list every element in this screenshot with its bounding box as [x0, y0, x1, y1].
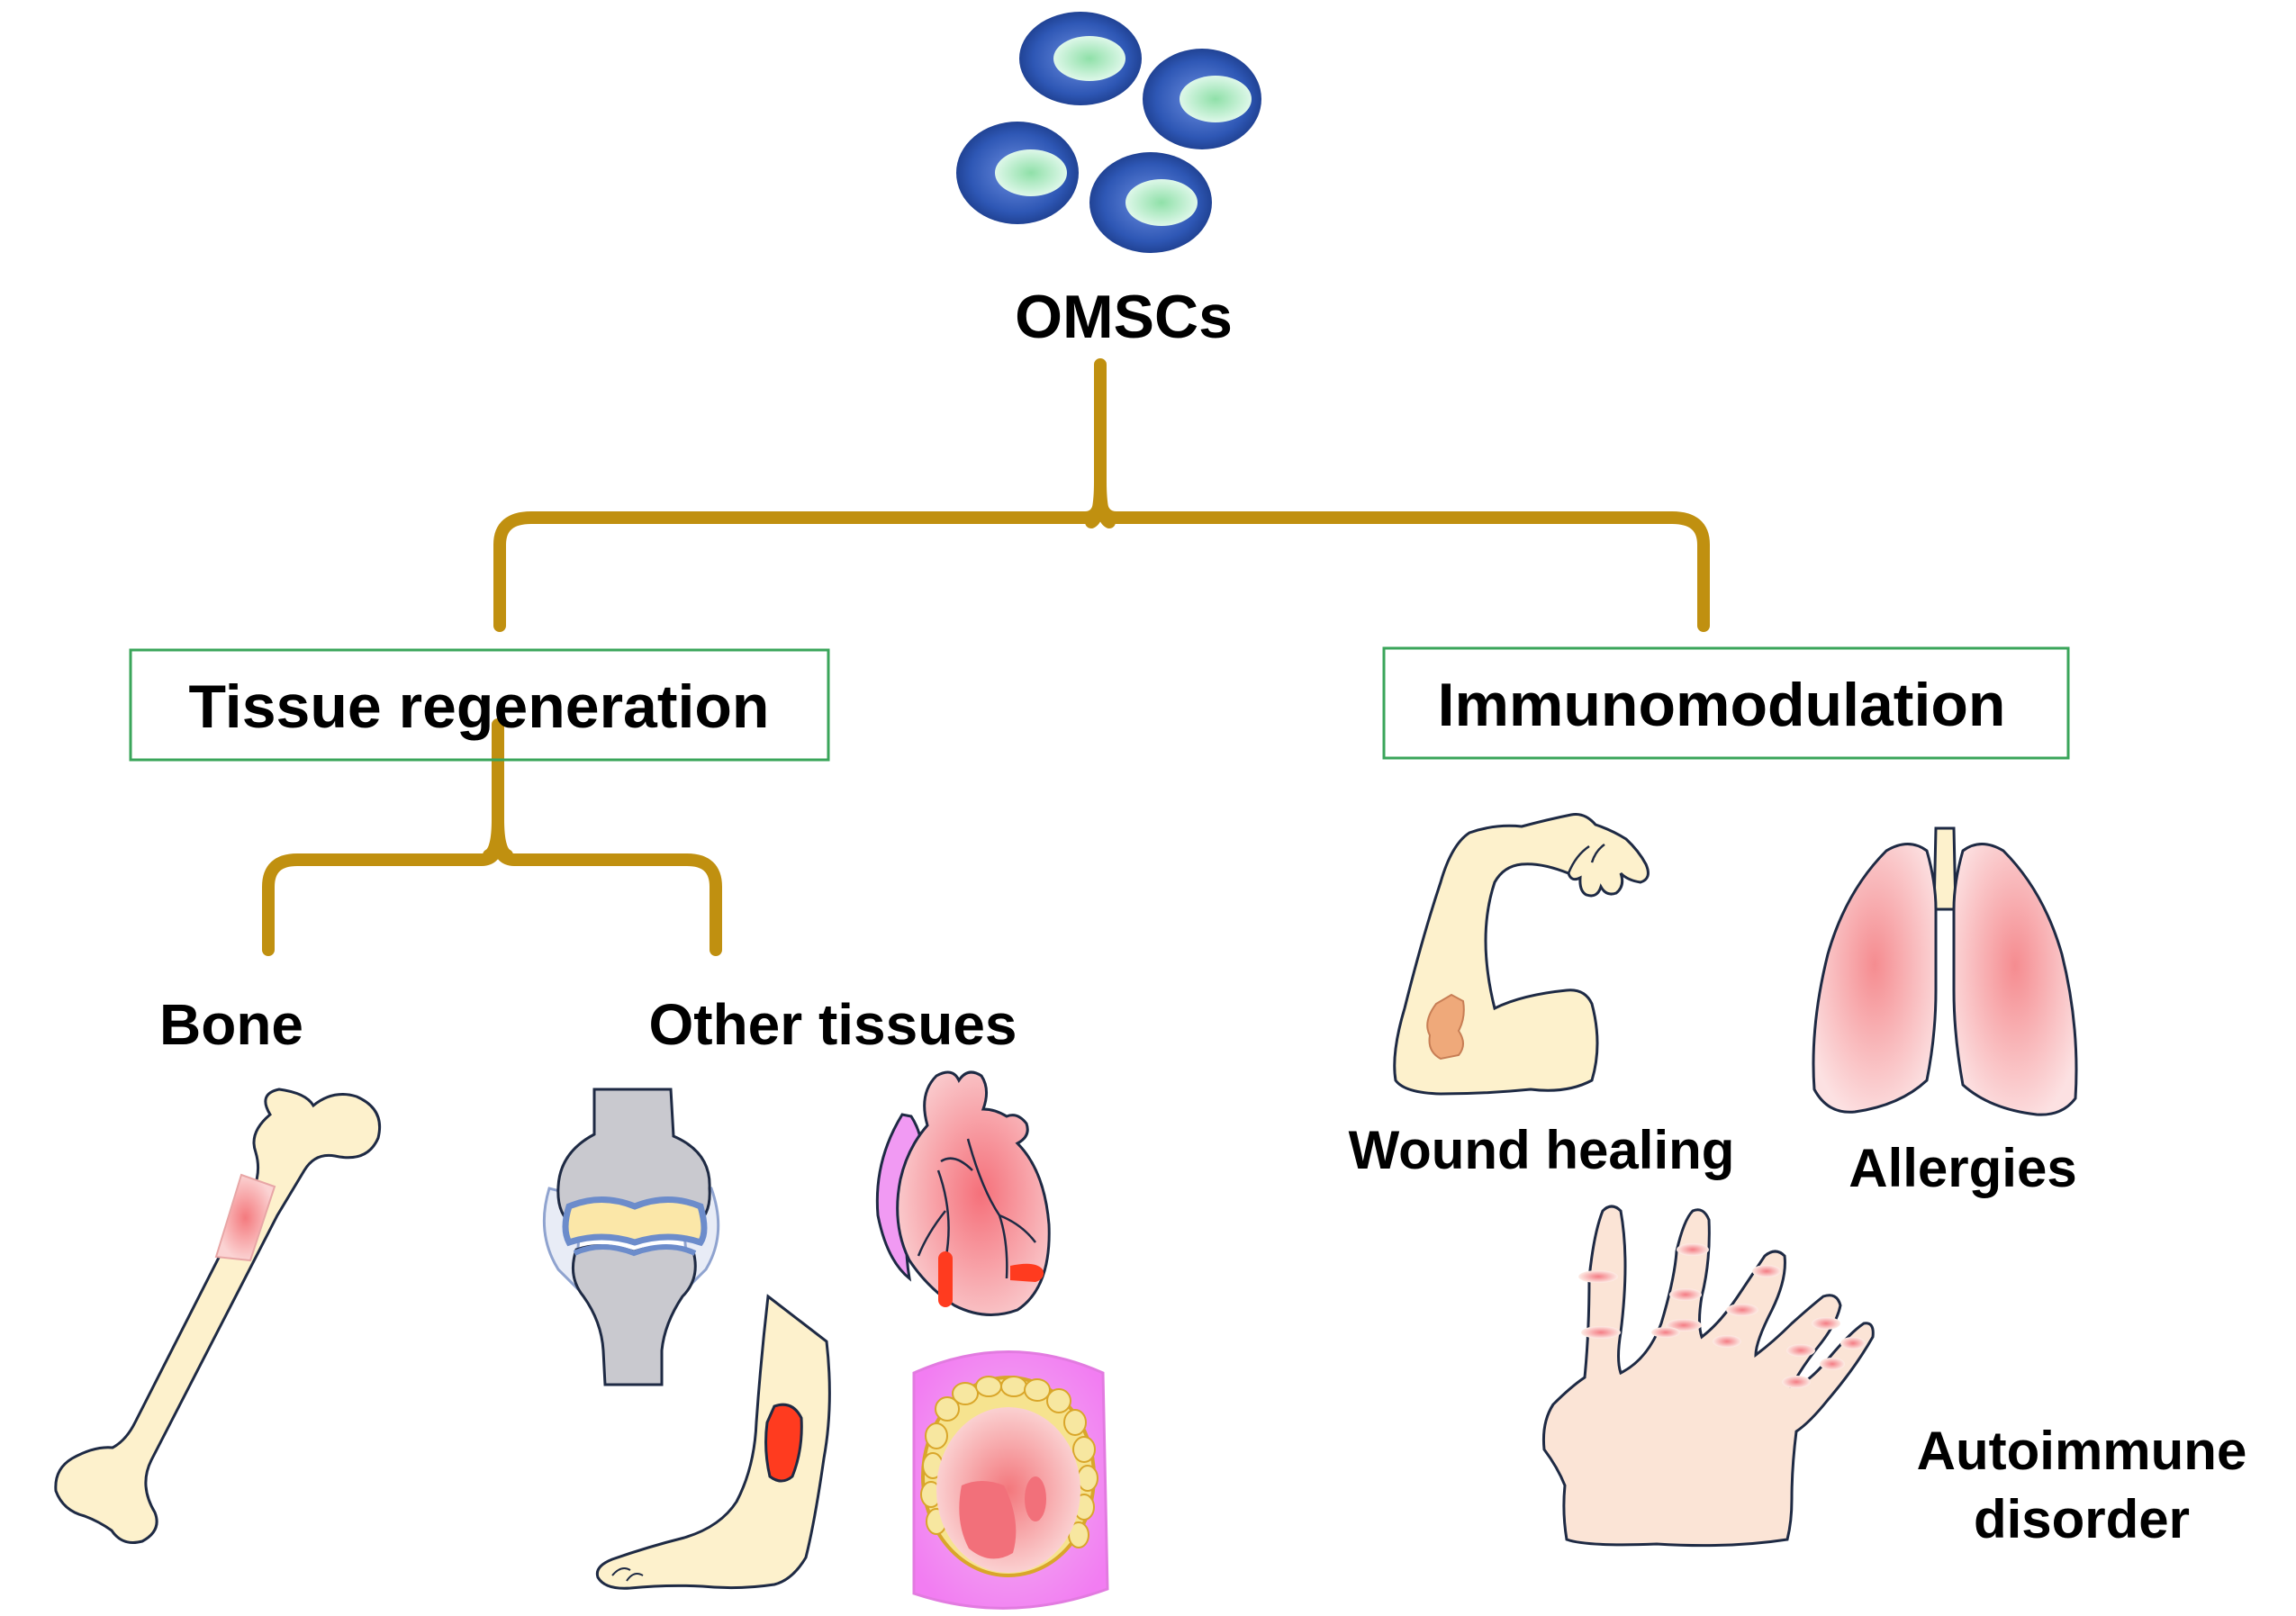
cell-icon — [956, 122, 1079, 224]
arm-icon — [1393, 813, 1650, 1096]
branch-label-tissue-regeneration: Tissue regeneration — [189, 673, 770, 741]
label-autoimmune: Autoimmune — [1917, 1421, 2247, 1481]
cell-icon — [1089, 152, 1212, 253]
knee-joint-icon — [542, 1088, 720, 1386]
hand-icon — [1542, 1205, 1875, 1548]
foot-icon — [595, 1294, 831, 1590]
lungs-icon — [1812, 826, 2078, 1116]
heart-icon — [875, 1070, 1051, 1316]
tissue-regeneration-box — [129, 648, 830, 762]
label-other-tissues: Other tissues — [648, 992, 1017, 1057]
label-bone: Bone — [159, 992, 303, 1057]
branch-label-immunomodulation: Immunomodulation — [1438, 671, 2006, 739]
mouth-icon — [912, 1350, 1109, 1610]
connector-lines — [262, 358, 1710, 956]
cell-icon — [1143, 49, 1261, 149]
label-disorder: disorder — [1974, 1489, 2190, 1549]
immunomodulation-box — [1382, 646, 2070, 760]
label-allergies: Allergies — [1849, 1138, 2076, 1198]
cell-cluster — [956, 12, 1261, 253]
label-wound-healing: Wound healing — [1349, 1120, 1735, 1180]
bone-icon — [54, 1088, 381, 1544]
root-label: OMSCs — [1015, 283, 1233, 351]
cell-icon — [1019, 12, 1142, 105]
